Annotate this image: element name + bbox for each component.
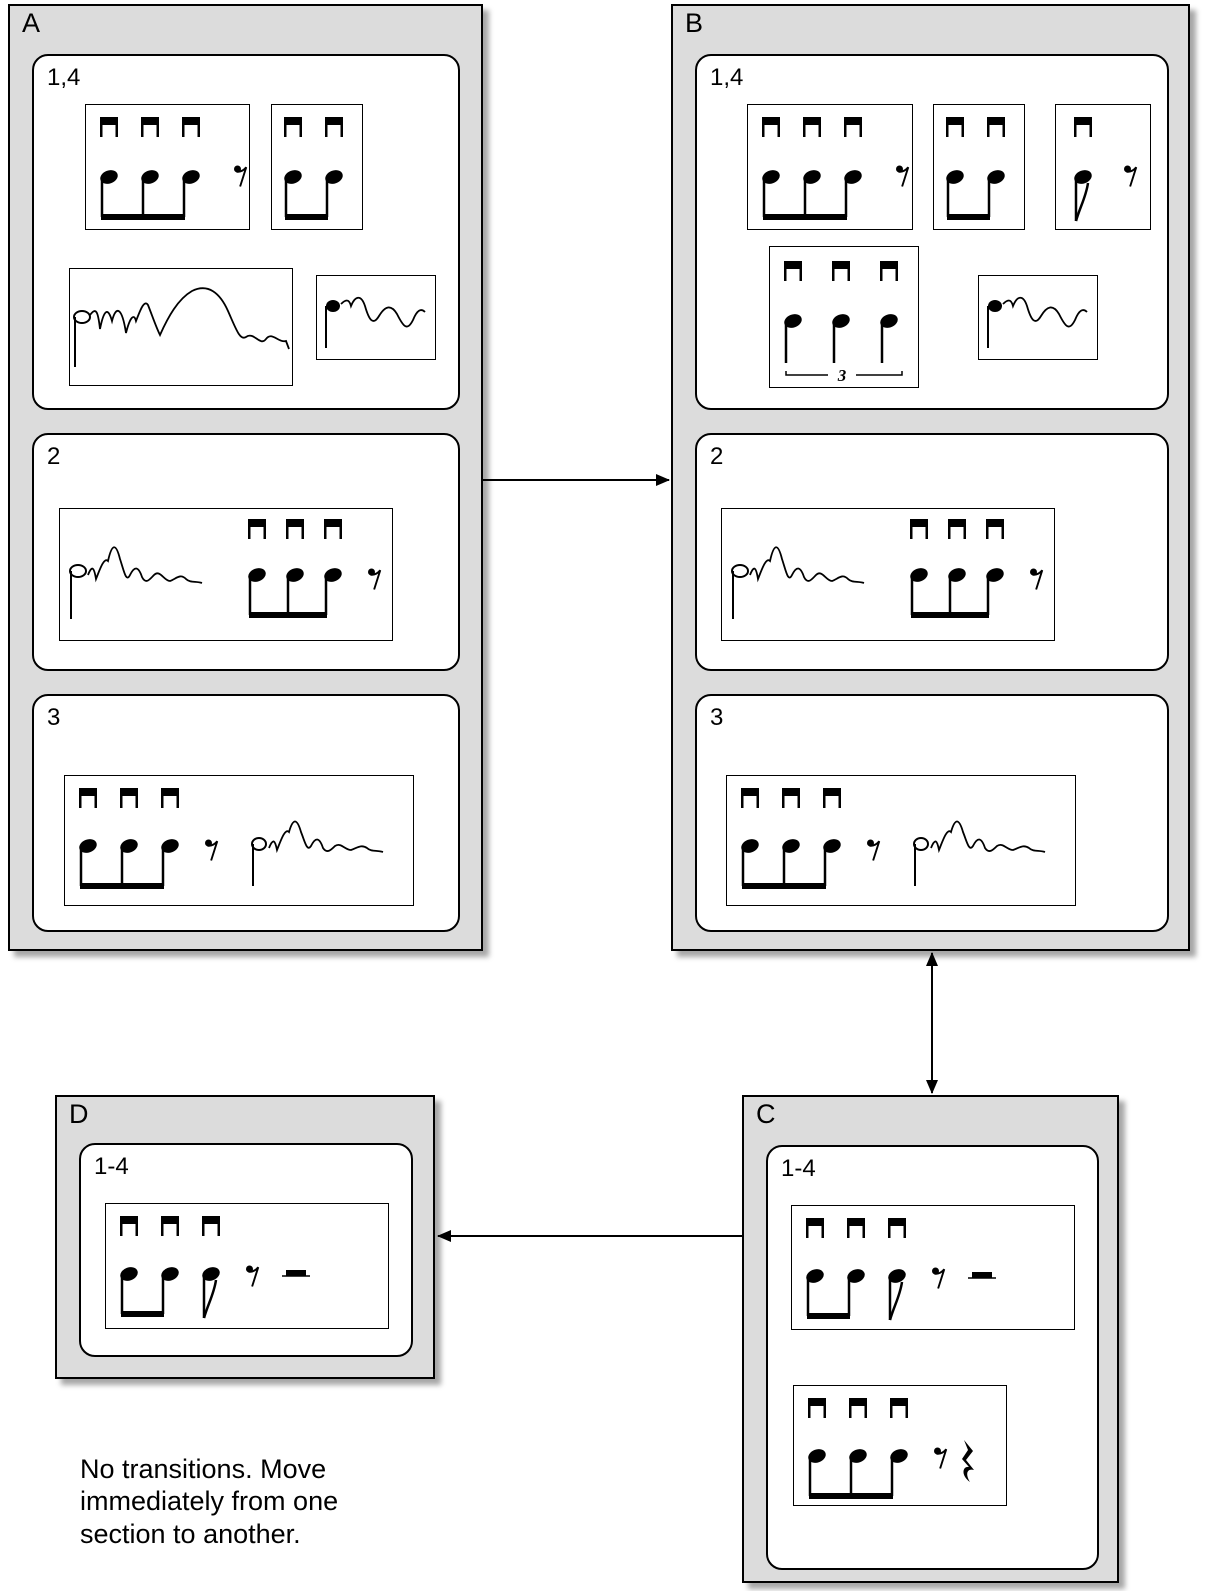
group-a-section-2: 2 — [32, 433, 460, 671]
section-label: 3 — [710, 704, 724, 731]
group-c-section-1-4: 1-4 — [766, 1145, 1099, 1570]
triplet-label: 3 — [837, 366, 847, 385]
section-label: 1-4 — [781, 1155, 816, 1182]
notation-card-line-and-notes — [59, 508, 393, 641]
group-d-section-1-4: 1-4 — [79, 1143, 413, 1357]
group-d: D 1-4 — [55, 1095, 435, 1379]
section-label: 1,4 — [47, 64, 81, 91]
notation-card-notes-and-line — [64, 775, 414, 906]
notation-card-triplet: 3 — [769, 246, 919, 388]
group-c-label: C — [756, 1099, 776, 1129]
group-b-section-3: 3 — [695, 694, 1169, 932]
graphic-card-short-line — [316, 275, 436, 360]
section-label: 2 — [47, 443, 61, 470]
group-a-label: A — [22, 8, 41, 38]
notation-card-three-notes-rest — [85, 104, 250, 230]
group-c: C 1-4 — [742, 1095, 1119, 1583]
section-label: 1-4 — [94, 1153, 129, 1180]
group-a: A 1,4 — [8, 4, 483, 951]
notation-card-notes-quarter-rest — [793, 1385, 1007, 1506]
group-a-section-3: 3 — [32, 694, 460, 932]
notation-card-notes-rest-bar — [791, 1205, 1075, 1330]
group-a-section-1-4: 1,4 — [32, 54, 460, 410]
group-b: B 1,4 — [671, 4, 1190, 951]
notation-card-single-note — [1055, 104, 1151, 230]
notation-card-two-notes — [271, 104, 363, 230]
group-b-section-1-4: 1,4 — [695, 54, 1169, 410]
section-label: 1,4 — [710, 64, 744, 91]
notation-card-notes-rest-bar — [105, 1203, 389, 1329]
notation-card-three-notes-rest — [747, 104, 913, 230]
notation-card-line-and-notes — [721, 508, 1055, 641]
group-b-section-2: 2 — [695, 433, 1169, 671]
group-b-label: B — [685, 8, 704, 38]
beamed-notes-group — [100, 117, 248, 220]
notation-card-two-notes — [933, 104, 1025, 230]
section-label: 2 — [710, 443, 724, 470]
group-d-label: D — [69, 1099, 89, 1129]
instruction-note: No transitions. Move immediately from on… — [80, 1454, 339, 1549]
graphic-card-long-line — [69, 268, 293, 386]
notation-card-notes-and-line — [726, 775, 1076, 906]
graphic-card-short-line — [978, 275, 1098, 360]
section-label: 3 — [47, 704, 61, 731]
